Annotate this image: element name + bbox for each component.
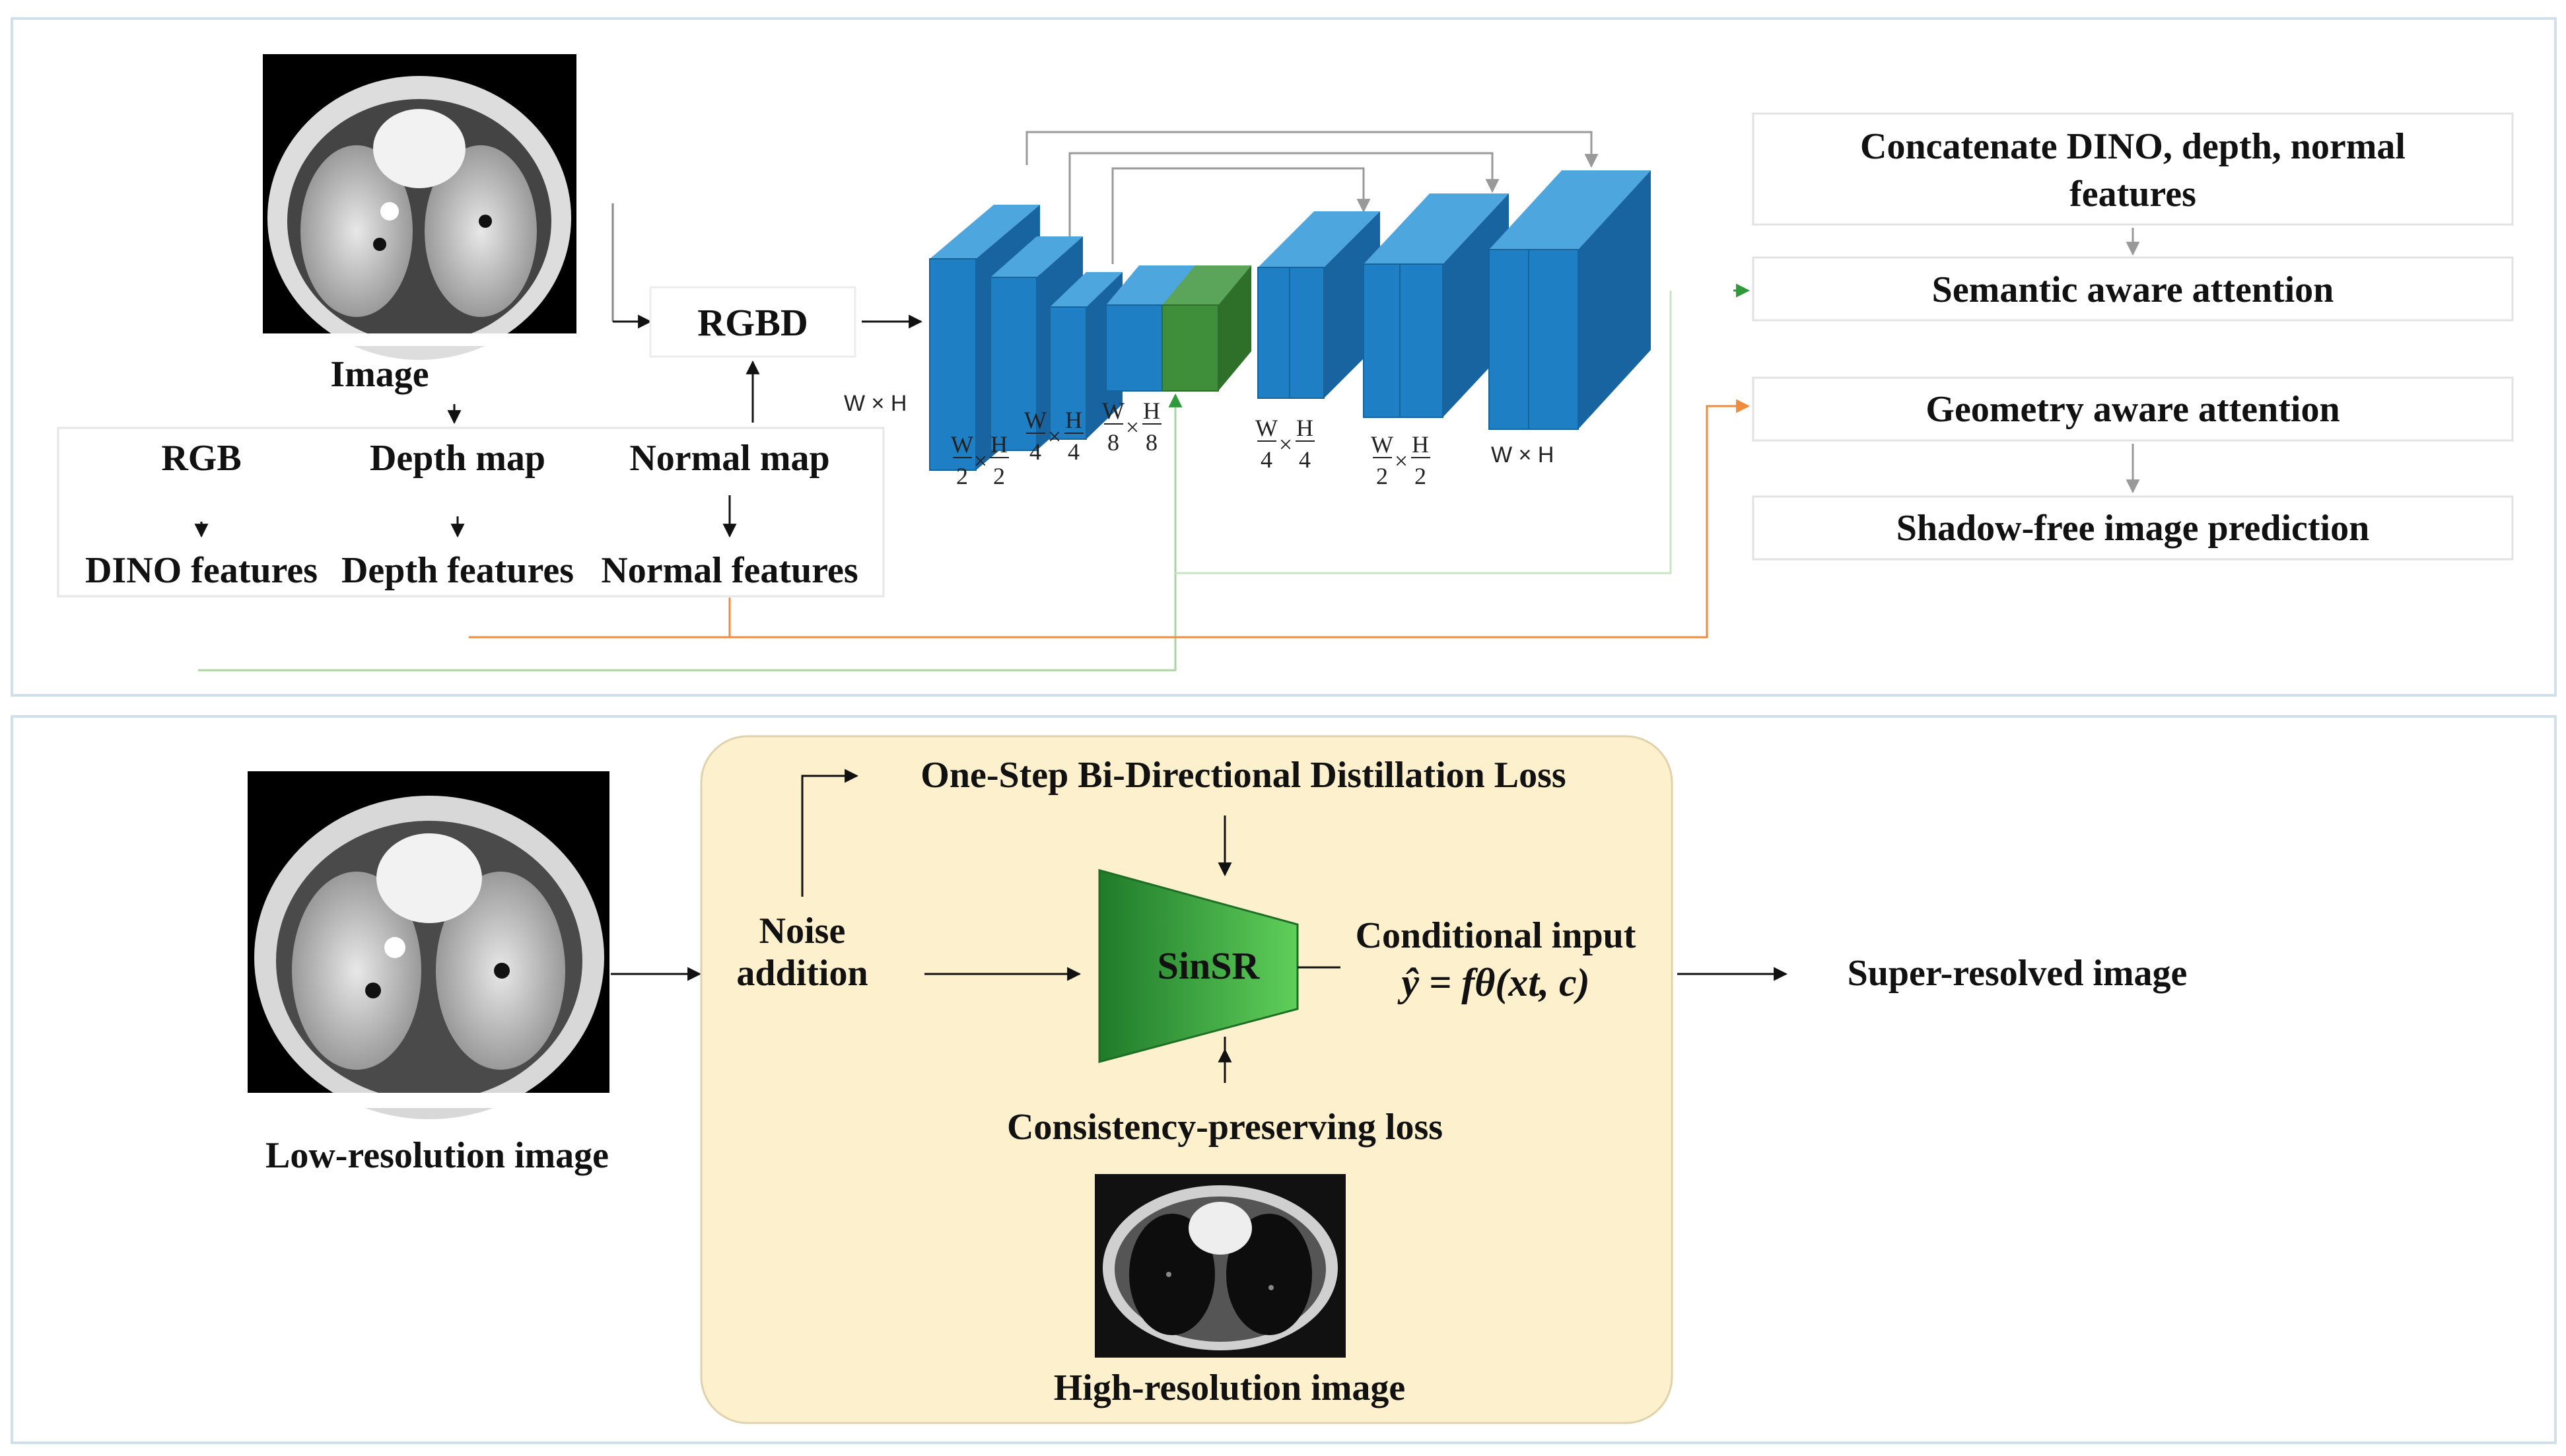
svg-text:4: 4 (1029, 438, 1041, 465)
noise-label-line2: addition (736, 953, 868, 994)
green-feature-line (198, 393, 1183, 672)
sinsr-model-shape (1098, 869, 1299, 1063)
distillation-loss-label: One-Step Bi-Directional Distillation Los… (920, 755, 1566, 796)
svg-text:Shadow-free image prediction: Shadow-free image prediction (1896, 508, 2370, 549)
dim-output: W × H (1491, 442, 1554, 468)
step-semantic-attention: Semantic aware attention (1752, 256, 2514, 322)
svg-text:4: 4 (1068, 438, 1080, 465)
conditional-input-label: Conditional input (1356, 915, 1636, 956)
arrow-noise-to-distillation (801, 769, 859, 897)
svg-text:2: 2 (1414, 463, 1426, 489)
svg-text:4: 4 (1261, 446, 1272, 473)
svg-text:×: × (1126, 414, 1139, 440)
input-ct-image (263, 54, 576, 360)
svg-text:W: W (951, 431, 973, 458)
image-label: Image (330, 354, 429, 395)
svg-text:×: × (1048, 423, 1061, 450)
svg-text:H: H (1412, 431, 1429, 458)
svg-text:Semantic aware attention: Semantic aware attention (1932, 269, 2334, 310)
svg-text:W: W (1024, 407, 1047, 433)
dino-features-label: DINO features (85, 550, 318, 591)
svg-text:H: H (1143, 398, 1160, 424)
green-return-line (1175, 291, 1672, 574)
rgbd-label: RGBD (697, 301, 808, 344)
dim-dec2: W 2 × H 2 (1371, 431, 1430, 489)
unet-bottleneck-block (1105, 265, 1251, 392)
step-shadow-free-prediction: Shadow-free image prediction (1752, 495, 2514, 561)
svg-text:W: W (1371, 431, 1393, 458)
svg-text:×: × (974, 448, 987, 474)
super-resolved-label: Super-resolved image (1848, 953, 2188, 994)
svg-text:W: W (1102, 398, 1125, 424)
svg-text:2: 2 (993, 463, 1005, 489)
high-res-label: High-resolution image (1054, 1368, 1406, 1408)
rgb-label: RGB (161, 438, 241, 479)
consistency-loss-label: Consistency-preserving loss (1007, 1107, 1443, 1148)
svg-text:8: 8 (1146, 429, 1158, 456)
rgbd-box (649, 286, 856, 358)
high-res-ct-image (1095, 1174, 1346, 1358)
bottom-panel-frame (11, 715, 2557, 1444)
dim-enc3: W 8 × H 8 (1102, 398, 1162, 456)
dim-enc2: W 4 × H 4 (1024, 407, 1084, 465)
low-res-ct-image (248, 771, 609, 1119)
svg-text:2: 2 (1376, 463, 1388, 489)
svg-text:×: × (1279, 431, 1292, 458)
feature-table-frame (57, 427, 885, 598)
svg-text:8: 8 (1107, 429, 1119, 456)
unet-decoder-block-3 (1488, 170, 1651, 430)
svg-text:H: H (990, 431, 1008, 458)
noise-label-line1: Noise (759, 911, 846, 952)
svg-text:Concatenate DINO, depth, norma: Concatenate DINO, depth, normal (1860, 126, 2406, 167)
sinsr-label: SinSR (1158, 944, 1261, 987)
svg-text:features: features (2069, 174, 2196, 215)
low-res-label: Low-resolution image (265, 1135, 609, 1176)
conditional-formula: ŷ = fθ(xt, c) (1397, 961, 1589, 1004)
dim-enc1: W 2 × H 2 (951, 431, 1009, 489)
svg-text:W: W (1255, 415, 1278, 441)
skip-connections (1025, 131, 1599, 264)
step-geometry-attention: Geometry aware attention (1752, 376, 2514, 442)
dim-dec1: W 4 × H 4 (1255, 415, 1315, 473)
step-concatenate: Concatenate DINO, depth, normal features (1752, 112, 2514, 226)
svg-text:H: H (1296, 415, 1313, 441)
depth-features-label: Depth features (341, 550, 574, 591)
svg-text:4: 4 (1299, 446, 1311, 473)
svg-text:×: × (1395, 448, 1408, 474)
dim-input: W × H (844, 391, 907, 416)
svg-text:2: 2 (956, 463, 968, 489)
normal-features-label: Normal features (601, 550, 858, 591)
orange-feature-line (469, 399, 1751, 639)
unet-decoder-block-2 (1363, 193, 1509, 418)
top-panel-frame (11, 17, 2557, 697)
svg-text:Geometry aware attention: Geometry aware attention (1925, 389, 2340, 430)
unet-decoder-block-1 (1257, 211, 1380, 399)
svg-text:H: H (1065, 407, 1082, 433)
sinsr-panel (700, 735, 1673, 1424)
normal-map-label: Normal map (629, 438, 829, 479)
depth-map-label: Depth map (370, 438, 545, 479)
